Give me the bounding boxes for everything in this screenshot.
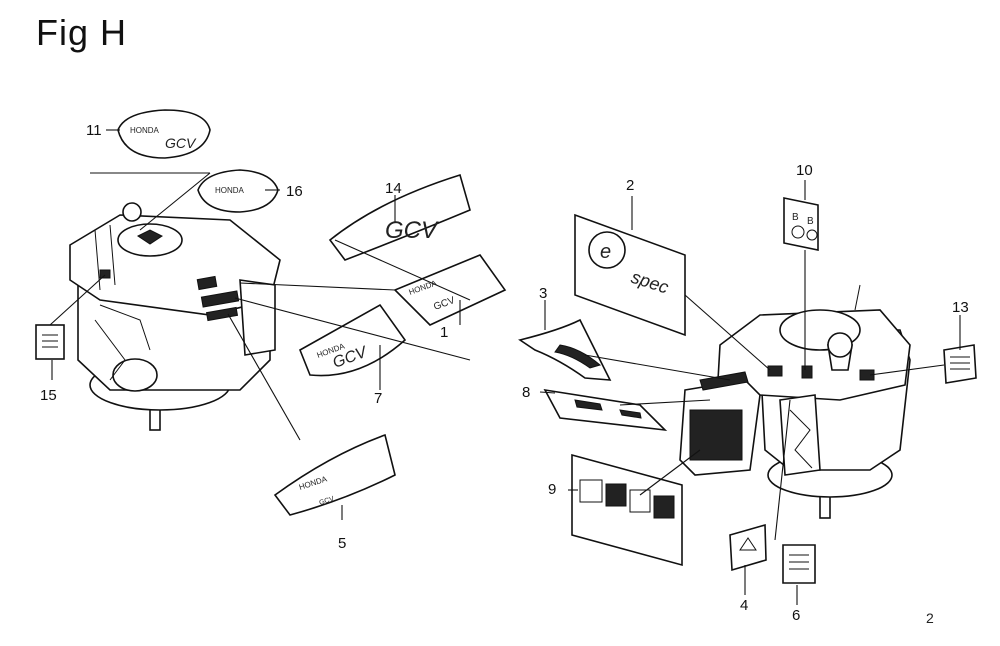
callout-1: 1	[440, 324, 448, 341]
decal-16: HONDA	[197, 169, 279, 213]
decal-1: HONDA GCV	[393, 254, 507, 326]
callout-5: 5	[338, 535, 346, 552]
callout-6: 6	[792, 607, 800, 624]
decal-11: HONDA GCV	[117, 109, 211, 159]
decal-9	[571, 453, 683, 567]
svg-text:B: B	[792, 212, 799, 223]
corner-mark: 2	[926, 610, 934, 626]
callout-13: 13	[952, 299, 969, 316]
callout-4: 4	[740, 597, 748, 614]
decal-13	[943, 344, 977, 384]
decal-4	[729, 523, 767, 572]
figure-title: Fig H	[36, 12, 128, 53]
svg-text:GCV: GCV	[318, 495, 335, 506]
decal-2: e spec	[574, 213, 686, 337]
svg-text:e: e	[600, 241, 611, 263]
svg-text:HONDA: HONDA	[215, 186, 245, 195]
callout-16: 16	[286, 183, 303, 200]
left-engine	[69, 202, 281, 431]
svg-text:HONDA: HONDA	[130, 126, 160, 135]
callout-labels: 1 2 3 4 5 6 7 8 9 10 11 13 14 15 16	[40, 122, 969, 624]
decal-6	[782, 544, 816, 584]
callout-8: 8	[522, 384, 530, 401]
decal-3	[518, 318, 612, 381]
decal-15	[35, 324, 65, 360]
right-engine	[679, 284, 911, 519]
callout-9: 9	[548, 481, 556, 498]
svg-text:GCV: GCV	[385, 217, 439, 244]
leader-lines	[49, 129, 961, 605]
callout-3: 3	[539, 285, 547, 302]
callout-15: 15	[40, 387, 57, 404]
callout-10: 10	[796, 162, 813, 179]
svg-text:B: B	[807, 216, 814, 227]
callout-7: 7	[374, 390, 382, 407]
decal-10: B B	[783, 197, 819, 251]
decal-14: GCV	[328, 173, 471, 261]
decal-5: HONDA GCV	[273, 433, 396, 516]
decal-8	[543, 388, 668, 432]
svg-text:GCV: GCV	[165, 135, 197, 151]
callout-11: 11	[86, 122, 102, 139]
callout-2: 2	[626, 177, 634, 194]
decal-7: HONDA GCV	[298, 303, 407, 377]
callout-14: 14	[385, 180, 402, 197]
